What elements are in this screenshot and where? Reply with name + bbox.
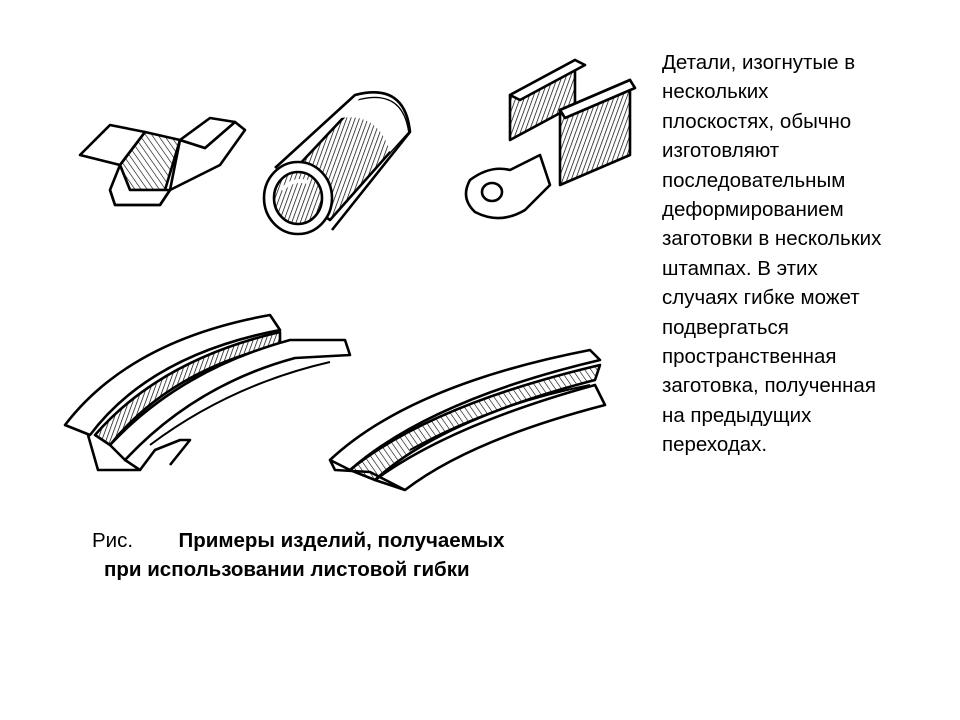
text-line: изготовляют	[662, 139, 780, 163]
caption-title-line2: при использовании листовой гибки	[104, 558, 470, 581]
description-text: Детали, изогнутые в нескольких плоскостя…	[662, 48, 942, 460]
text-line: Детали, изогнутые в	[662, 51, 856, 74]
lug-part	[464, 58, 637, 220]
text-line: штампах. В этих	[662, 256, 818, 280]
figure-drawing	[63, 58, 637, 492]
arched-channel-part	[63, 313, 352, 472]
text-line: на предыдущих	[662, 403, 812, 427]
caption-label: Рис.	[92, 529, 134, 552]
text-line: нескольких	[662, 80, 769, 104]
caption-title-line1: Примеры изделий, получаемых	[178, 529, 505, 552]
tube-part	[262, 91, 412, 236]
text-line: последовательным	[662, 168, 846, 192]
arched-flanged-part	[328, 348, 607, 492]
text-line: заготовки в нескольких	[662, 227, 882, 251]
text-line: деформированием	[662, 198, 844, 222]
figure-caption: Рис. Примеры изделий, получаемых при исп…	[92, 526, 612, 584]
text-line: случаях гибке может	[662, 286, 860, 310]
u-channel-part	[78, 116, 247, 207]
text-line: переходах.	[662, 433, 768, 457]
text-line: плоскостях, обычно	[662, 109, 852, 133]
sheet-bending-examples-figure	[30, 40, 650, 510]
text-line: подвергаться	[662, 315, 789, 339]
text-line: пространственная	[662, 345, 837, 369]
text-line: заготовка, полученная	[662, 374, 876, 398]
